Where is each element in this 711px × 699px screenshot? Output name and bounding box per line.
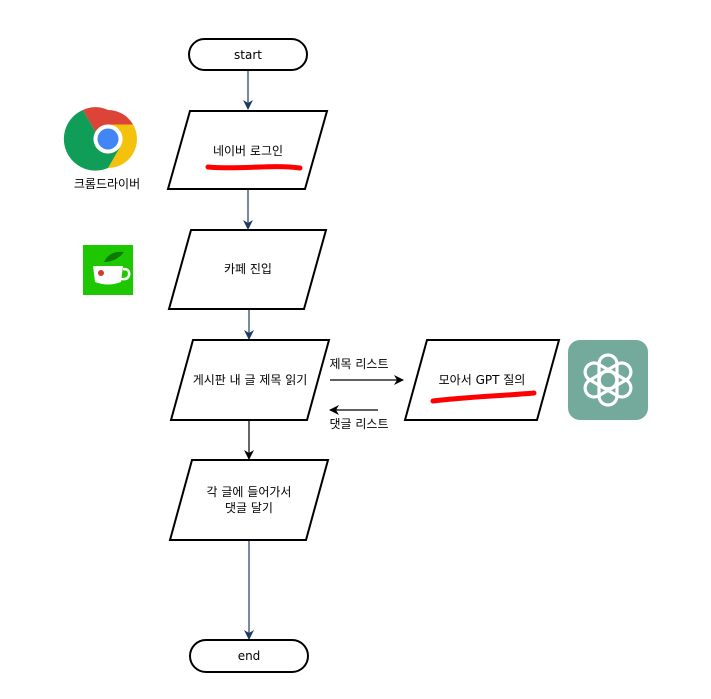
node-comment-label-line2: 댓글 달기 [225,501,273,515]
chrome-icon-label: 크롬드라이버 [74,177,140,191]
node-login[interactable] [166,110,329,190]
node-read-label: 게시판 내 글 제목 읽기 [193,373,308,387]
openai-icon [568,340,648,420]
naver-cafe-icon [83,245,133,295]
node-gpt-label: 모아서 GPT 질의 [439,373,526,387]
red-highlight [205,164,303,171]
node-start-label: start [234,48,262,62]
node-end[interactable] [189,639,309,673]
node-comment[interactable] [168,459,330,541]
node-login-label: 네이버 로그인 [213,144,283,158]
node-cafe-label: 카페 진입 [224,262,272,276]
edge-label-comments: 댓글 리스트 [329,417,388,431]
node-start[interactable] [188,38,308,71]
red-highlight [430,390,537,404]
node-read[interactable] [169,339,331,421]
node-comment-label-line1: 각 글에 들어가서 [207,485,292,499]
node-cafe[interactable] [167,229,328,310]
edge-label-titles: 제목 리스트 [329,357,388,371]
chrome-icon [63,107,137,171]
node-end-label: end [238,649,261,663]
